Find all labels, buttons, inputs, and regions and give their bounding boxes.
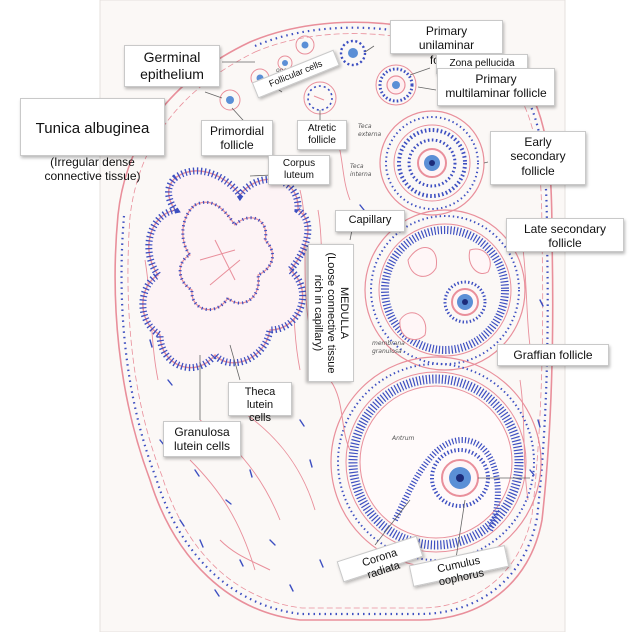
label-corpus-luteum: Corpus luteum xyxy=(268,155,330,185)
primary-unilaminar-follicle xyxy=(339,39,367,67)
label-medulla: MEDULLA (Loose connective tissue rich in… xyxy=(308,244,354,382)
label-tunica-albuginea-note: (Irregular dense connective tissue) xyxy=(44,154,141,183)
label-tunica-albuginea-title: Tunica albuginea xyxy=(35,119,150,137)
hand-antrum: Antrum xyxy=(391,435,415,442)
label-late-secondary: Late secondary follicle xyxy=(506,218,624,252)
label-early-secondary: Early secondary follicle xyxy=(490,131,586,185)
primary-multilaminar-follicle xyxy=(375,64,417,106)
hand-membrana-1: membrana xyxy=(372,340,405,347)
ovary-outline-inner xyxy=(127,33,544,609)
label-theca-lutein: Theca lutein cells xyxy=(228,382,292,424)
label-primordial-follicle: Primordial follicle xyxy=(201,120,273,156)
hand-theca-externa-1: Teca xyxy=(358,123,372,130)
label-graffian-follicle: Graffian follicle xyxy=(497,344,609,366)
late-secondary-follicle xyxy=(364,209,526,371)
label-granulosa-lutein: Granulosa lutein cells xyxy=(163,421,241,457)
graafian-follicle xyxy=(330,356,542,568)
label-tunica-albuginea: Tunica albuginea (Irregular dense connec… xyxy=(20,98,165,183)
hand-membrana-2: granulosa xyxy=(372,348,402,355)
label-primary-unilaminar: Primary unilaminar follicle xyxy=(390,20,503,67)
hand-theca-externa-2: externa xyxy=(358,131,382,138)
label-atretic-follicle: Atretic follicle xyxy=(297,120,347,150)
hand-theca-interna-2: interna xyxy=(350,171,372,178)
hand-theca-interna-1: Teca xyxy=(350,163,364,170)
label-germinal-epithelium: Germinal epithelium xyxy=(124,45,220,87)
label-primary-multilaminar: Primary multilaminar follicle xyxy=(437,68,555,106)
label-capillary: Capillary xyxy=(335,210,405,232)
early-secondary-follicle xyxy=(379,110,485,216)
